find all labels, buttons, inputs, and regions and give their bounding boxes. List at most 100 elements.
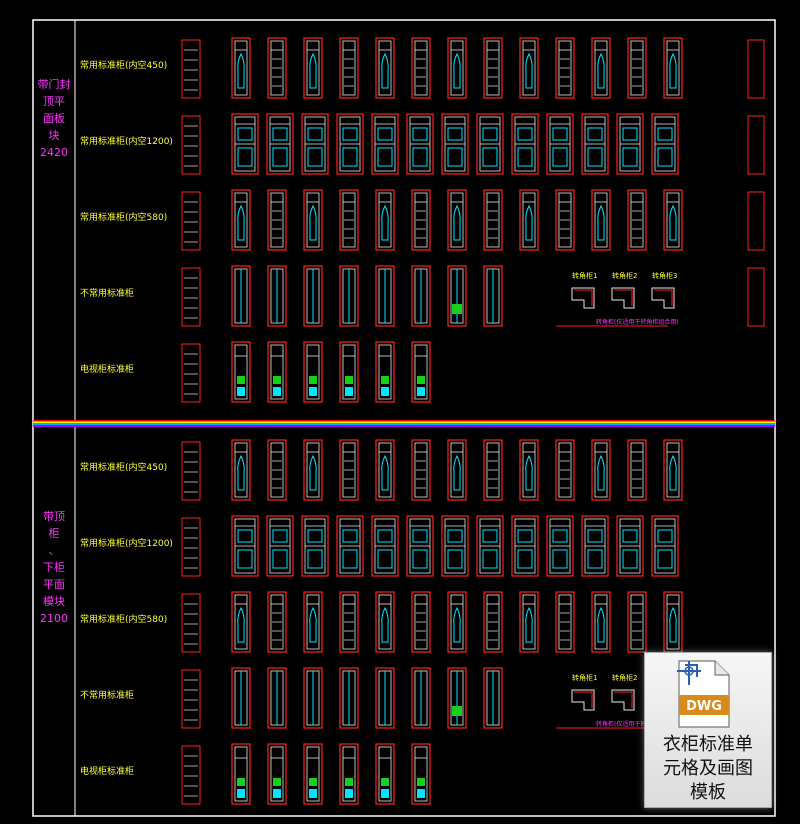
cabinet-unit xyxy=(267,189,287,251)
cabinet-unit xyxy=(411,341,431,403)
cabinet-unit xyxy=(476,113,504,175)
unit-carcass xyxy=(414,344,428,400)
cabinet-unit xyxy=(483,265,503,327)
hanging-figure xyxy=(307,529,323,543)
cabinet-unit xyxy=(336,515,364,577)
hanging-figure xyxy=(342,529,358,543)
drawer-block xyxy=(381,387,389,396)
cabinet-unit xyxy=(406,515,434,577)
hanging-figure xyxy=(669,454,677,491)
cabinet-unit xyxy=(627,439,647,501)
cabinet-unit xyxy=(511,113,539,175)
section-label-line: 、 xyxy=(49,544,60,557)
section-label-line: 2100 xyxy=(40,612,68,625)
drawer-block xyxy=(273,387,281,396)
hanging-figure xyxy=(309,204,317,241)
unit-outline xyxy=(406,113,434,175)
unit-outline xyxy=(441,515,469,577)
cabinet-unit xyxy=(303,743,323,805)
hanging-figure xyxy=(482,549,498,569)
cabinet-unit xyxy=(339,189,359,251)
drawer-block xyxy=(381,376,389,384)
cabinet-unit xyxy=(411,37,431,99)
cabinet-unit xyxy=(339,341,359,403)
cabinet-unit xyxy=(483,37,503,99)
unit-carcass xyxy=(522,192,536,248)
cabinet-unit xyxy=(411,439,431,501)
hanging-figure xyxy=(272,549,288,569)
hanging-figure xyxy=(525,204,533,241)
cabinet-unit xyxy=(231,743,251,805)
hanging-figure xyxy=(412,529,428,543)
badge-title-line-2: 元格及画图 xyxy=(663,758,753,779)
drawer-block xyxy=(417,789,425,798)
hanging-figure xyxy=(597,606,605,643)
cabinet-unit xyxy=(375,667,395,729)
hanging-figure xyxy=(381,52,389,89)
cabinet-unit xyxy=(411,265,431,327)
unit-outline xyxy=(511,113,539,175)
unit-carcass xyxy=(666,594,680,650)
unit-outline xyxy=(303,439,323,501)
section-label-line: 带顶 xyxy=(43,510,65,523)
cabinet-unit xyxy=(339,439,359,501)
hanging-figure xyxy=(587,549,603,569)
unit-carcass xyxy=(450,40,464,96)
side-elevation xyxy=(747,115,765,175)
row-label: 常用标准柜(内空1200) xyxy=(80,135,173,147)
unit-outline xyxy=(231,189,251,251)
cabinet-unit xyxy=(447,189,467,251)
drawer-block xyxy=(237,789,245,798)
cabinet-unit xyxy=(581,515,609,577)
cabinet-unit xyxy=(371,515,399,577)
cabinet-unit xyxy=(591,189,611,251)
unit-carcass xyxy=(306,442,320,498)
cabinet-unit xyxy=(339,37,359,99)
unit-outline xyxy=(519,591,539,653)
unit-outline xyxy=(267,667,287,729)
hanging-figure xyxy=(669,204,677,241)
cabinet-unit xyxy=(231,37,251,99)
hanging-figure xyxy=(453,52,461,89)
unit-carcass xyxy=(558,594,572,650)
unit-outline xyxy=(231,667,251,729)
cabinet-unit xyxy=(411,667,431,729)
unit-outline xyxy=(483,591,503,653)
unit-carcass xyxy=(630,40,644,96)
hanging-figure xyxy=(657,549,673,569)
cabinet-row: 常用标准柜(内空450) xyxy=(80,439,683,501)
divider-band xyxy=(33,425,775,426)
unit-carcass xyxy=(270,344,284,400)
cabinet-row: 常用标准柜(内空1200) xyxy=(80,515,679,577)
unit-outline xyxy=(627,189,647,251)
unit-carcass xyxy=(306,344,320,400)
cabinet-unit xyxy=(303,439,323,501)
unit-carcass xyxy=(270,594,284,650)
hanging-figure xyxy=(587,147,603,167)
drawer-block xyxy=(381,789,389,798)
unit-carcass xyxy=(378,746,392,802)
corner-caption: 转角柜(仅适用于转角柜组合用) xyxy=(596,318,679,326)
cabinet-unit xyxy=(591,439,611,501)
hanging-figure xyxy=(237,147,253,167)
hanging-figure xyxy=(381,454,389,491)
drawer-block xyxy=(452,706,462,716)
unit-outline xyxy=(375,265,395,327)
cabinet-unit xyxy=(267,265,287,327)
unit-carcass xyxy=(558,192,572,248)
row-label: 常用标准柜(内空580) xyxy=(80,613,167,625)
cabinet-unit xyxy=(231,189,251,251)
hanging-figure xyxy=(517,147,533,167)
unit-outline xyxy=(231,439,251,501)
hanging-figure xyxy=(237,204,245,241)
unit-carcass xyxy=(522,594,536,650)
hanging-figure xyxy=(552,127,568,141)
unit-outline xyxy=(267,743,287,805)
unit-outline xyxy=(375,37,395,99)
unit-carcass xyxy=(342,442,356,498)
unit-outline xyxy=(267,189,287,251)
unit-outline xyxy=(591,37,611,99)
hanging-figure xyxy=(237,127,253,141)
side-elevation xyxy=(747,191,765,251)
unit-outline xyxy=(411,189,431,251)
